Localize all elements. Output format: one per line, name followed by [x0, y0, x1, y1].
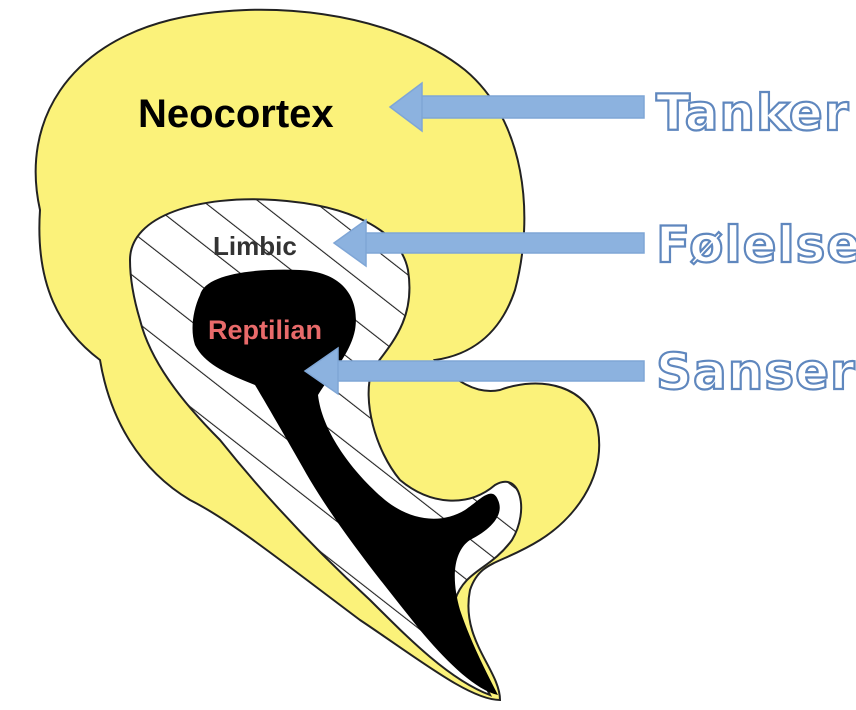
- limbic-label: Limbic: [213, 231, 297, 261]
- reptilian-label: Reptilian: [208, 315, 322, 345]
- neocortex-label: Neocortex: [138, 92, 334, 136]
- senses-label: Sanser: [656, 343, 856, 401]
- feelings-label: Følelser: [656, 216, 856, 274]
- thoughts-label: Tanker: [656, 84, 849, 142]
